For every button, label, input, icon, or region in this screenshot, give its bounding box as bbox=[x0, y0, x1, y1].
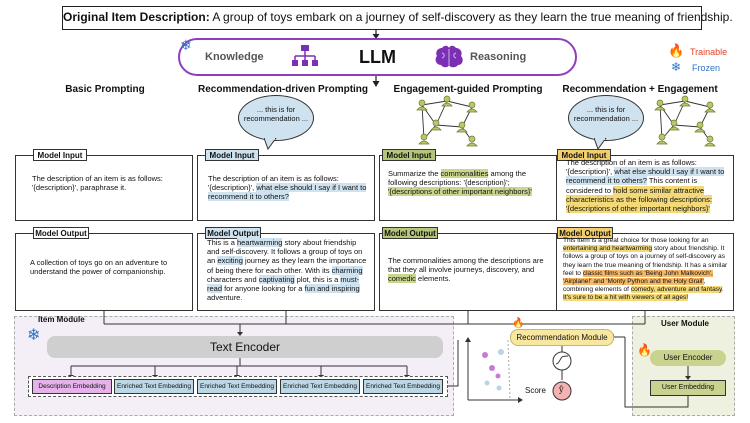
original-desc-label: Original Item Description: bbox=[63, 10, 210, 24]
hierarchy-icon bbox=[292, 45, 318, 66]
knowledge-label: Knowledge bbox=[205, 51, 264, 63]
score-label: Score bbox=[525, 386, 546, 395]
arrow-down-icon bbox=[372, 76, 380, 87]
snowflake-icon: ❄ bbox=[180, 37, 192, 53]
output-segment: This is a bbox=[207, 238, 238, 247]
output-segment: story about friendship. It follows a gro… bbox=[563, 245, 728, 277]
highlight: comedic bbox=[388, 274, 416, 284]
y-hat-label: ŷ bbox=[559, 385, 564, 394]
original-desc-text: A group of toys embark on a journey of s… bbox=[209, 10, 733, 24]
highlight: exciting bbox=[217, 256, 243, 266]
highlight: charming bbox=[331, 265, 363, 275]
highlight: classic films such as 'Being John Malkov… bbox=[563, 269, 713, 286]
item-module-label: Item Module bbox=[38, 315, 85, 324]
output-segment: characters and bbox=[207, 274, 259, 284]
user-embedding: User Embedding bbox=[650, 380, 726, 396]
enriched-text-embedding: Enriched Text Embedding bbox=[114, 379, 194, 394]
model-input-text-engagement: Summarize the commonalities among the fo… bbox=[388, 169, 532, 197]
speech-bubble-text: ... this is for recommendation ... bbox=[243, 105, 309, 123]
brain-icon bbox=[435, 45, 463, 68]
user-network-icon bbox=[654, 95, 716, 147]
enriched-text-embedding: Enriched Text Embedding bbox=[197, 379, 277, 394]
model-output-tag: Model Output bbox=[33, 227, 89, 239]
user-network-icon bbox=[416, 95, 478, 147]
flame-icon: 🔥 bbox=[637, 343, 652, 357]
description-embedding: Description Embedding bbox=[32, 379, 112, 394]
enriched-text-embedding: Enriched Text Embedding bbox=[280, 379, 360, 394]
output-segment: for anyone looking for a bbox=[222, 284, 305, 294]
enriched-text-embedding: Enriched Text Embedding bbox=[363, 379, 443, 394]
model-output-text-basic: A collection of toys go on an adventure … bbox=[30, 258, 168, 277]
model-input-text-recommendation: The description of an item is as follows… bbox=[208, 174, 367, 202]
user-module-panel bbox=[632, 316, 735, 416]
model-output-tag: Model Output bbox=[557, 227, 613, 239]
model-input-tag: Model Input bbox=[382, 149, 436, 161]
speech-bubble-text: ... this is for recommendation ... bbox=[573, 105, 639, 123]
output-segment: elements. bbox=[415, 274, 451, 284]
output-segment: story about friendship and self-discover… bbox=[207, 238, 363, 266]
model-input-tag: Model Input bbox=[557, 149, 611, 161]
item-module-panel bbox=[14, 316, 454, 416]
model-input-tag: Model Input bbox=[205, 149, 259, 161]
model-output-box-engagement bbox=[379, 233, 557, 311]
model-output-tag: Model Output bbox=[205, 227, 261, 239]
arrow-down-icon bbox=[372, 30, 380, 39]
bubble-tail bbox=[594, 138, 607, 150]
recommendation-module: Recommendation Module bbox=[510, 329, 614, 346]
highlight: It's sure to be a hit with viewers of al… bbox=[563, 294, 689, 302]
model-output-text-recommendation: This is a heartwarming story about frien… bbox=[207, 238, 370, 302]
speech-bubble: ... this is for recommendation ... bbox=[568, 95, 644, 141]
model-input-box-basic bbox=[15, 155, 193, 221]
user-module-label: User Module bbox=[661, 319, 710, 328]
highlight: captivating bbox=[258, 274, 295, 284]
llm-bar bbox=[178, 38, 577, 76]
column-title-basic: Basic Prompting bbox=[65, 84, 145, 95]
output-segment: , combining elements of bbox=[563, 278, 706, 294]
highlight: entertaining and heartwarming bbox=[563, 245, 653, 253]
speech-bubble: ... this is for recommendation ... bbox=[238, 95, 314, 141]
reasoning-label: Reasoning bbox=[470, 51, 527, 63]
highlight: fun and inspiring bbox=[304, 284, 360, 294]
model-output-box-basic bbox=[15, 233, 193, 311]
user-encoder: User Encoder bbox=[650, 350, 726, 366]
legend-frozen: Frozen bbox=[692, 63, 721, 73]
original-item-description: Original Item Description: A group of to… bbox=[62, 6, 733, 30]
column-title-recommendation: Recommendation-driven Prompting bbox=[198, 84, 369, 95]
column-title-engagement: Engagement-guided Prompting bbox=[393, 84, 543, 95]
legend-trainable: Trainable bbox=[690, 47, 728, 57]
highlight: comedy, adventure and fantasy bbox=[630, 286, 722, 294]
model-output-text-rec-engagement: This item is a great choice for those lo… bbox=[563, 237, 731, 303]
output-segment: adventure. bbox=[207, 293, 243, 303]
model-input-text-rec-engagement: The description of an item is as follows… bbox=[566, 158, 725, 214]
bubble-tail bbox=[264, 138, 277, 150]
model-output-tag: Model Output bbox=[382, 227, 438, 239]
text-encoder: Text Encoder bbox=[47, 336, 443, 358]
model-input-text-basic: The description of an item is as follows… bbox=[32, 174, 163, 193]
column-title-rec-engagement: Recommendation + Engagement bbox=[562, 84, 718, 95]
output-segment: plot, this is a bbox=[294, 274, 341, 284]
flame-icon: 🔥 bbox=[512, 318, 525, 329]
model-output-text-engagement: The commonalities among the descriptions… bbox=[388, 256, 550, 284]
model-input-tag: Model Input bbox=[33, 149, 87, 161]
output-segment: journey as they learn the importance of … bbox=[207, 256, 367, 275]
output-segment: The commonalities among the descriptions… bbox=[388, 256, 544, 275]
output-segment: This item is a great choice for those lo… bbox=[563, 237, 709, 244]
highlight: heartwarming bbox=[237, 238, 283, 247]
flame-icon: 🔥 bbox=[668, 43, 685, 58]
snowflake-icon: ❄ bbox=[27, 327, 41, 344]
llm-title: LLM bbox=[359, 47, 396, 67]
snowflake-icon: ❄ bbox=[671, 60, 682, 74]
output-segment: . bbox=[721, 286, 724, 294]
